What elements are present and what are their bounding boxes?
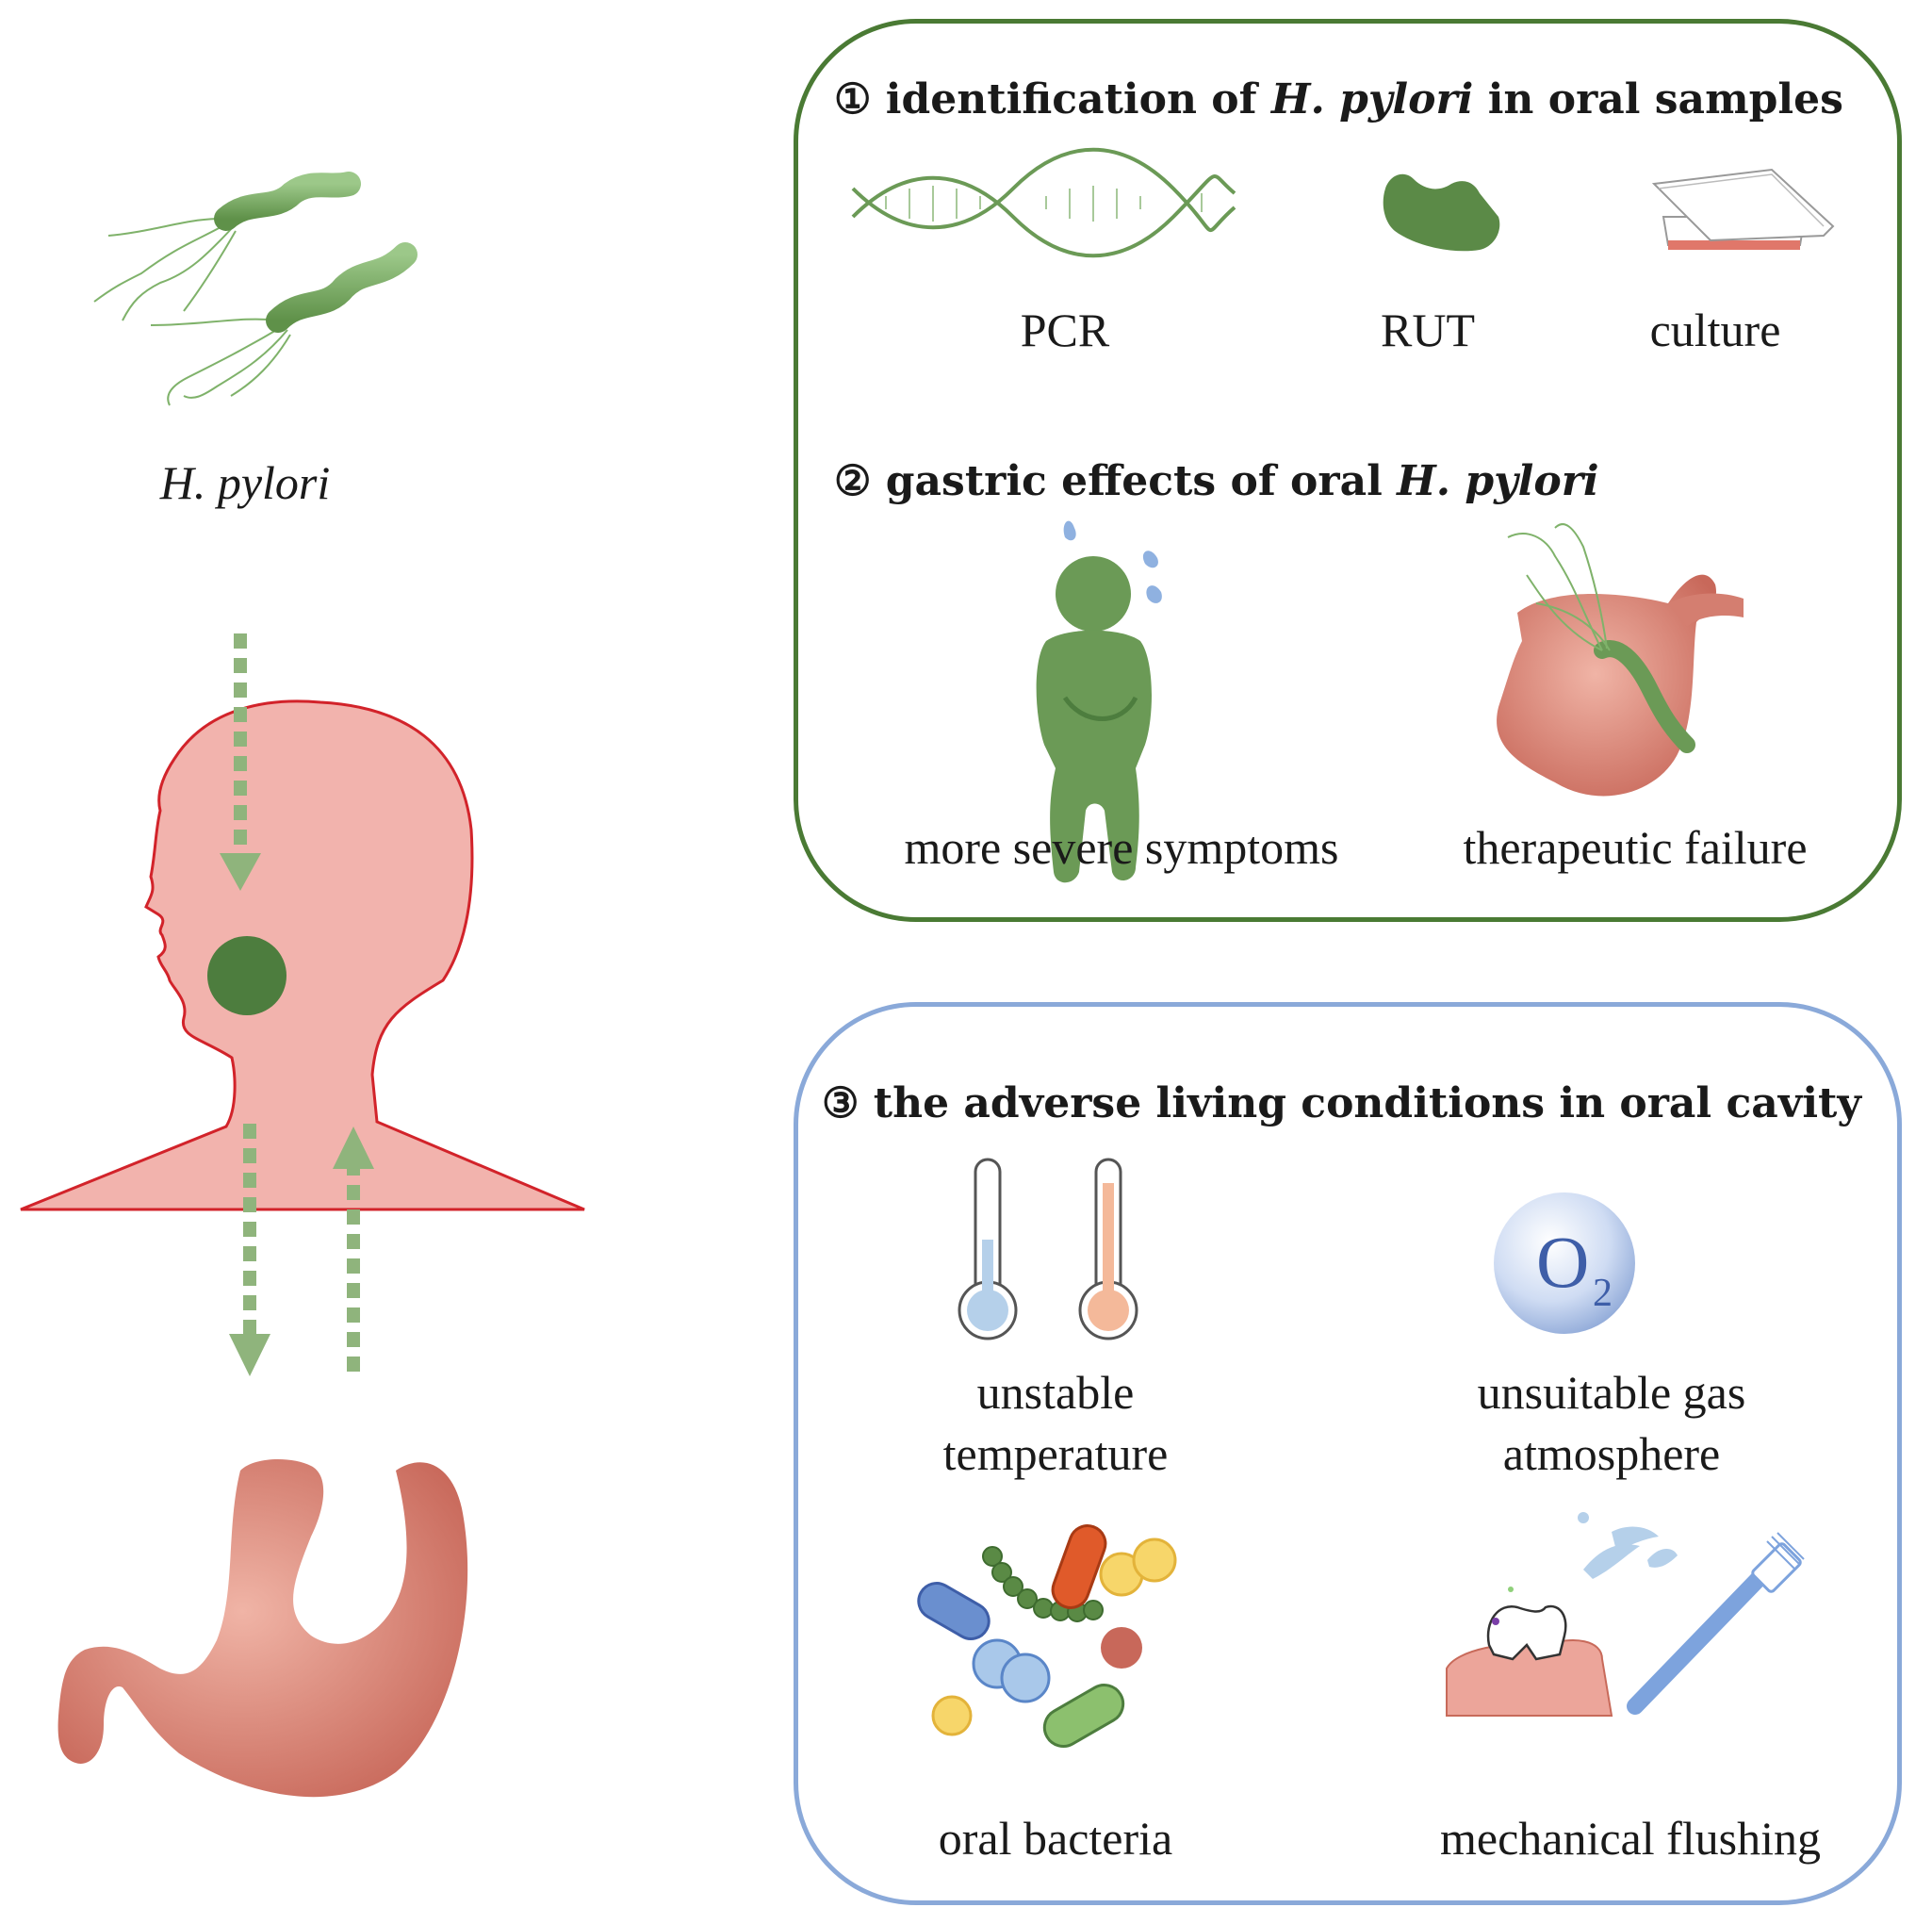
toothbrush-icon — [1446, 1512, 1805, 1717]
petri-dish-icon — [1651, 168, 1835, 250]
condition-label-oral-bacteria: oral bacteria — [938, 1812, 1173, 1865]
method-label-rut: RUT — [1381, 304, 1475, 356]
person-in-pain-icon — [1036, 520, 1162, 883]
urease-test-icon — [1383, 173, 1500, 252]
section3-title: ③ the adverse living conditions in oral … — [822, 1079, 1861, 1127]
h-pylori-bacteria-icon — [93, 172, 418, 406]
effect-label-therapeutic-failure: therapeutic failure — [1463, 821, 1808, 874]
section1-title-italic: H. pylori — [1270, 75, 1474, 123]
adverse-conditions-panel — [794, 1002, 1902, 1905]
section1-title: ① identification of H. pylori in oral sa… — [834, 75, 1843, 123]
condition-label-temperature-line2: temperature — [942, 1427, 1169, 1480]
oxygen-bubble-icon: O 2 — [1494, 1192, 1635, 1334]
dna-helix-icon — [851, 147, 1236, 258]
section2-number: ② — [834, 457, 872, 505]
o2-symbol: O — [1536, 1221, 1589, 1303]
section3-number: ③ — [822, 1079, 860, 1127]
effect-label-symptoms: more severe symptoms — [904, 821, 1339, 874]
section2-title-italic: H. pylori — [1397, 457, 1599, 505]
section2-title-pre: gastric effects of oral — [885, 457, 1398, 505]
infected-stomach-icon — [1497, 523, 1744, 797]
human-head-silhouette — [20, 699, 585, 1211]
thermometer-icon — [958, 1158, 1138, 1340]
oral-cavity-marker — [207, 936, 287, 1015]
section1-number: ① — [834, 75, 872, 123]
condition-label-temperature-line1: unstable — [976, 1366, 1135, 1419]
oral-identification-panel — [794, 19, 1902, 922]
section2-title: ② gastric effects of oral H. pylori — [834, 457, 1599, 505]
method-label-culture: culture — [1649, 304, 1781, 356]
transmission-arrow-into-mouth — [220, 633, 261, 891]
bacteria-cluster-icon — [917, 1524, 1177, 1748]
condition-label-mechanical-flushing: mechanical flushing — [1439, 1812, 1822, 1865]
transmission-arrow-from-stomach — [333, 1126, 374, 1372]
stomach-icon — [57, 1459, 468, 1798]
method-label-pcr: PCR — [1020, 304, 1110, 356]
condition-label-temperature: unstable temperature — [905, 1362, 1206, 1485]
section3-title-text: the adverse living conditions in oral ca… — [873, 1079, 1861, 1127]
condition-label-gas-line1: unsuitable gas — [1477, 1366, 1746, 1419]
condition-label-gas-line2: atmosphere — [1502, 1427, 1721, 1480]
section1-title-post: in oral samples — [1473, 75, 1843, 123]
transmission-arrow-to-stomach — [229, 1124, 270, 1376]
section1-title-pre: identification of — [885, 75, 1271, 123]
condition-label-gas: unsuitable gas atmosphere — [1414, 1362, 1809, 1485]
o2-subscript: 2 — [1593, 1272, 1613, 1315]
h-pylori-label: H. pylori — [159, 456, 331, 509]
